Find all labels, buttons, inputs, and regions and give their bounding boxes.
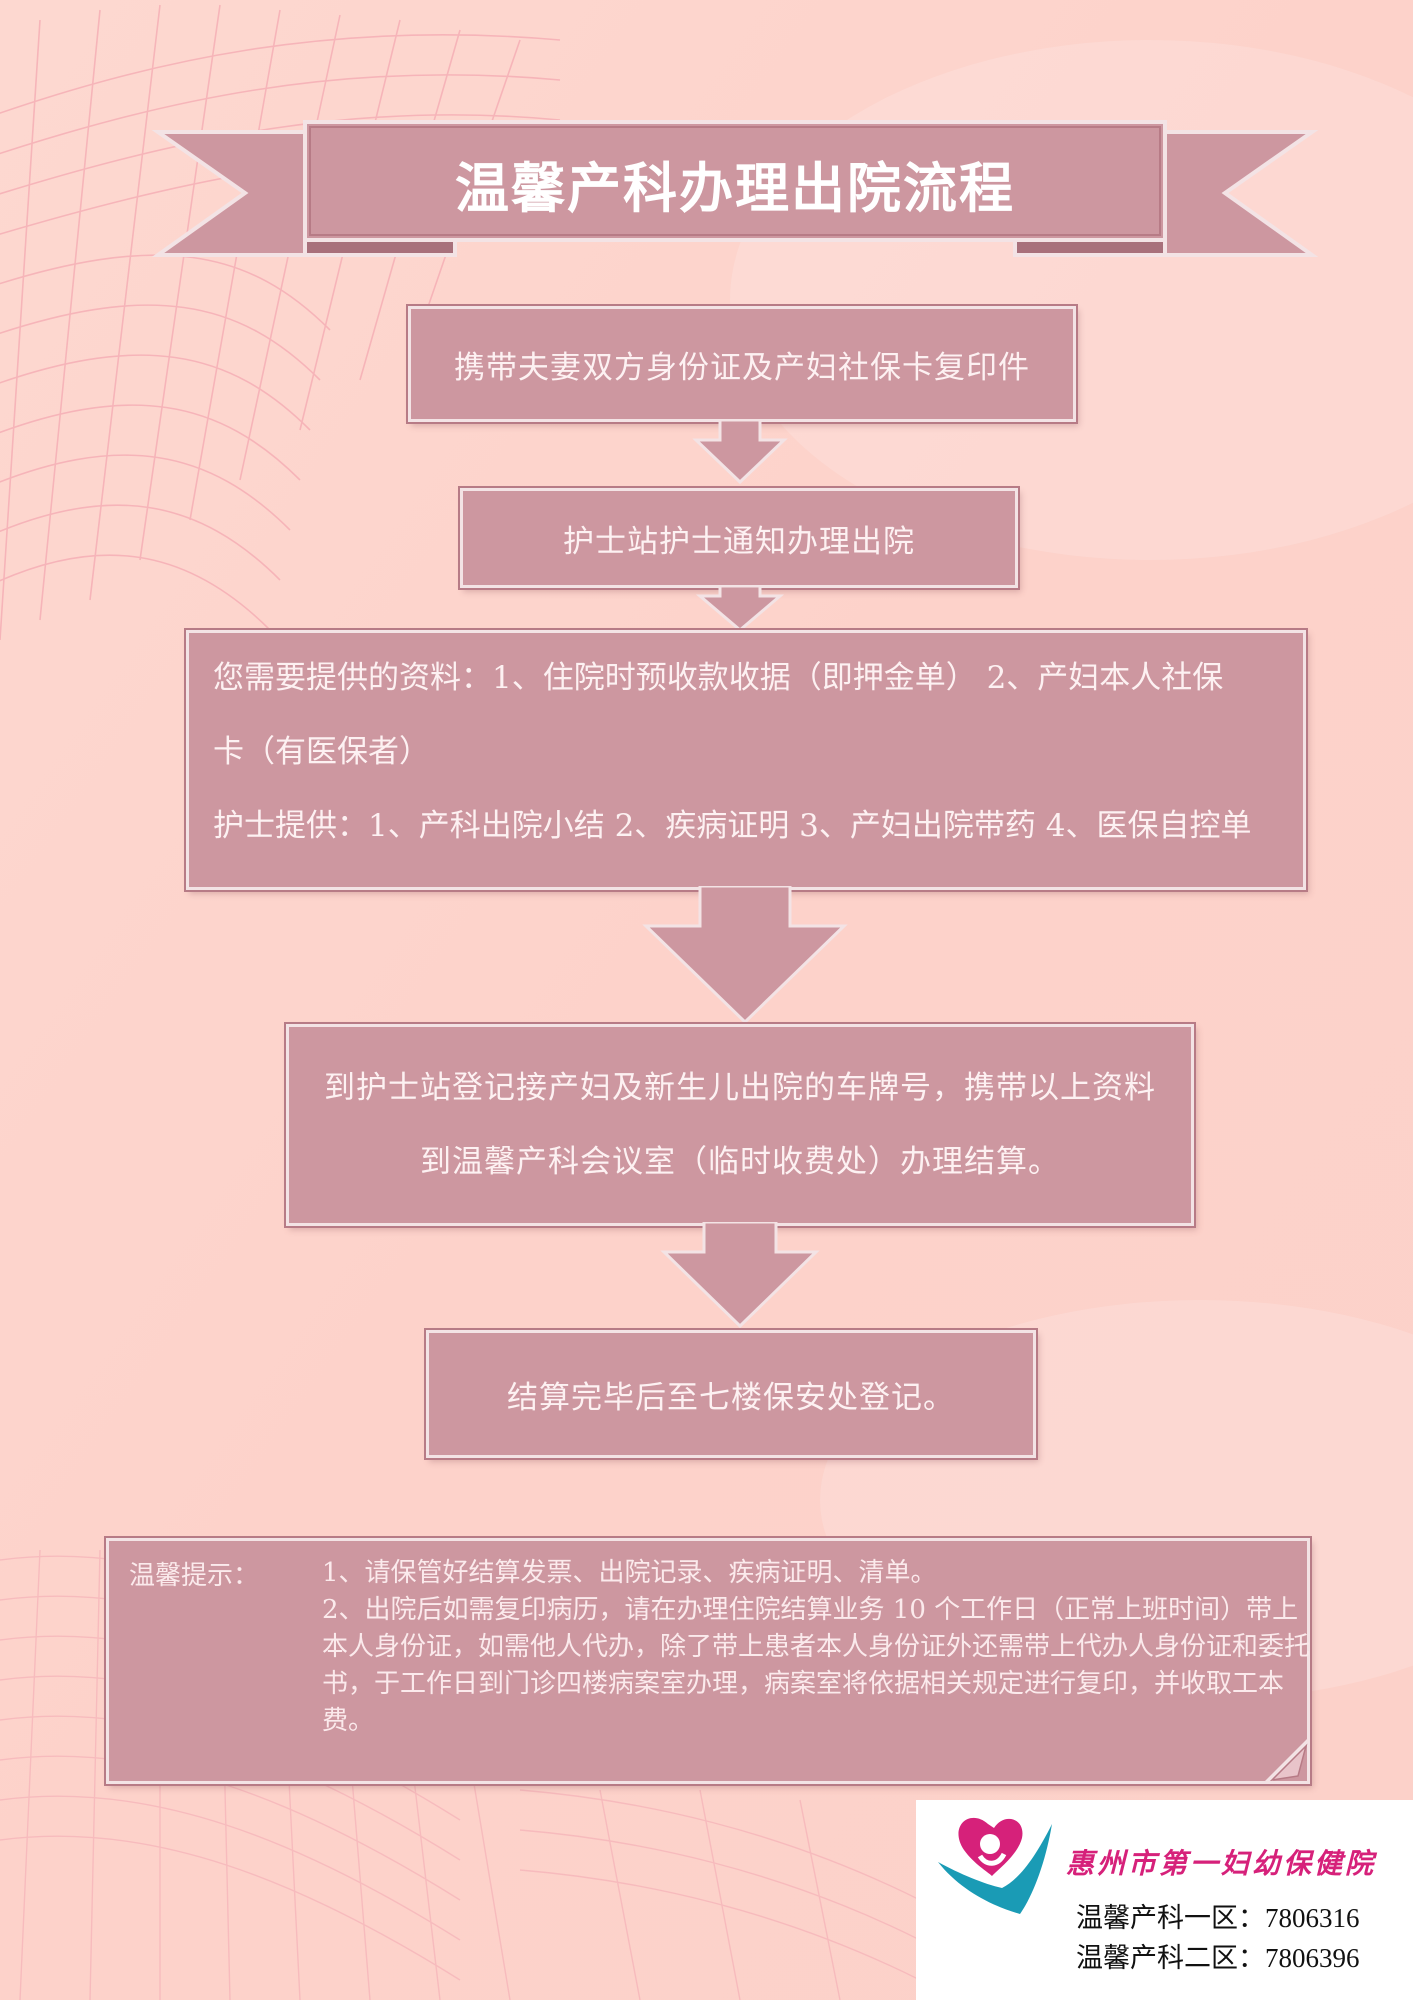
- arrow-down-icon: [695, 586, 785, 632]
- tip-item-2: 2、出院后如需复印病历，请在办理住院结算业务 10 个工作日（正常上班时间）带上…: [322, 1595, 1311, 1736]
- phone-ward-2: 温馨产科二区：7806396: [1076, 1943, 1360, 1973]
- hospital-logo-card: 惠州市第一妇幼保健院 温馨产科一区：7806316 温馨产科二区：7806396: [916, 1800, 1413, 2000]
- phone-ward-1: 温馨产科一区：7806316: [1076, 1903, 1360, 1933]
- step-4-text-line-2: 到温馨产科会议室（临时收费处）办理结算。: [420, 1144, 1060, 1180]
- tips-label: 温馨提示：: [129, 1561, 260, 1591]
- step-4-text-line-1: 到护士站登记接产妇及新生儿出院的车牌号，携带以上资料: [324, 1070, 1156, 1106]
- tip-item-1: 1、请保管好结算发票、出院记录、疾病证明、清单。: [322, 1558, 937, 1588]
- page-curl-icon: [1262, 1736, 1310, 1784]
- required-documents-line: 您需要提供的资料：1、住院时预收款收据（即押金单） 2、产妇本人社保: [213, 660, 1224, 696]
- arrow-down-icon: [642, 886, 848, 1025]
- arrow-down-icon: [660, 1222, 820, 1329]
- step-1-text: 携带夫妻双方身份证及产妇社保卡复印件: [454, 349, 1030, 386]
- step-5-text: 结算完毕后至七楼保安处登记。: [507, 1379, 955, 1416]
- hospital-name: 惠州市第一妇幼保健院: [1066, 1847, 1377, 1880]
- step-3-box: 您需要提供的资料：1、住院时预收款收据（即押金单） 2、产妇本人社保 卡（有医保…: [186, 630, 1306, 890]
- tips-box: 温馨提示： 1、请保管好结算发票、出院记录、疾病证明、清单。 2、出院后如需复印…: [106, 1538, 1310, 1784]
- title-ribbon: [151, 120, 1319, 257]
- step-2-text: 护士站护士通知办理出院: [563, 523, 915, 560]
- nurse-provided-line: 护士提供：1、产科出院小结 2、疾病证明 3、产妇出院带药 4、医保自控单: [213, 808, 1252, 844]
- required-documents-line-cont: 卡（有医保者）: [213, 734, 430, 770]
- step-2-box: 护士站护士通知办理出院: [460, 488, 1018, 588]
- tips-content: 1、请保管好结算发票、出院记录、疾病证明、清单。 2、出院后如需复印病历，请在办…: [322, 1555, 1312, 1740]
- step-4-box: 到护士站登记接产妇及新生儿出院的车牌号，携带以上资料 到温馨产科会议室（临时收费…: [286, 1024, 1194, 1226]
- step-1-box: 携带夫妻双方身份证及产妇社保卡复印件: [408, 306, 1076, 422]
- page-title: 温馨产科办理出院流程: [455, 155, 1015, 220]
- step-5-box: 结算完毕后至七楼保安处登记。: [426, 1330, 1036, 1458]
- mother-baby-logo-icon: [938, 1817, 1052, 1914]
- arrow-down-icon: [692, 420, 788, 485]
